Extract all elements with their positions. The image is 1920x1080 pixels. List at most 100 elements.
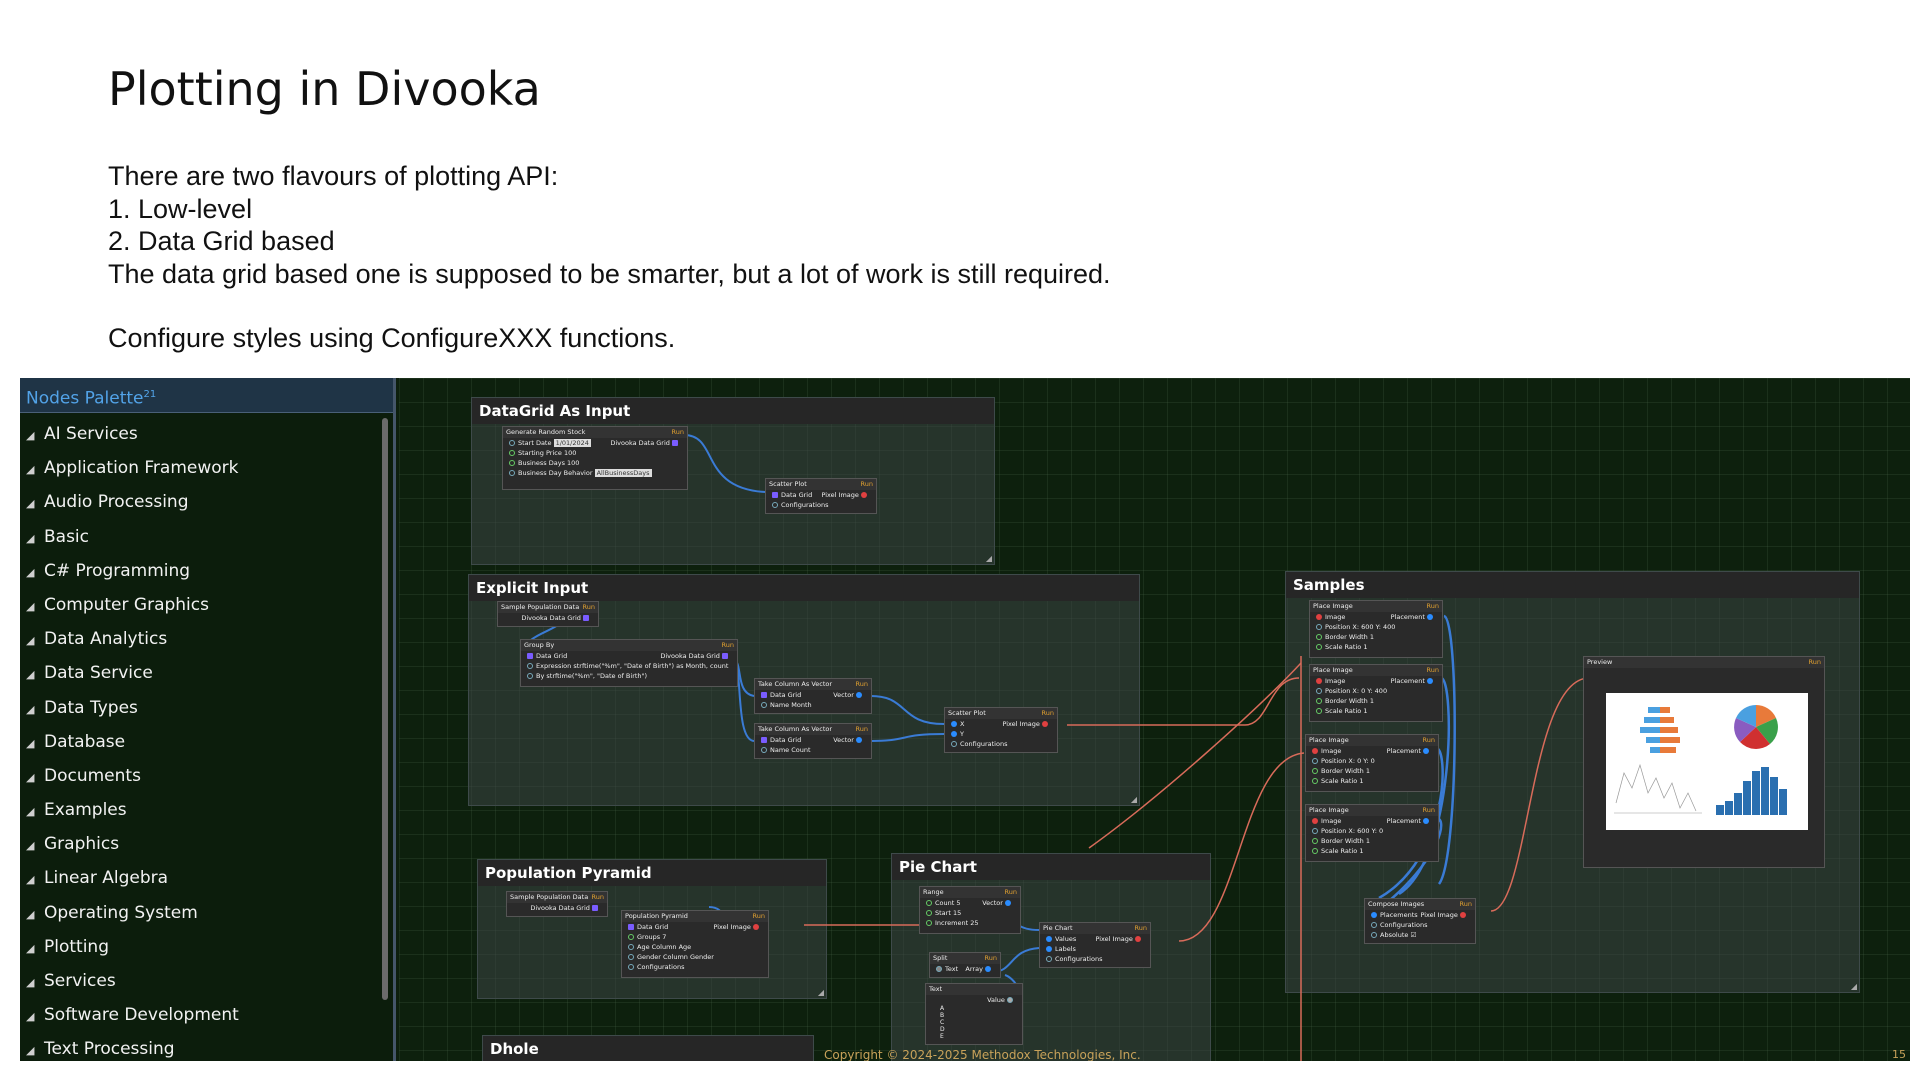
run-button[interactable]: Run [984, 954, 997, 962]
node-port[interactable]: Increment 25 [920, 918, 1020, 928]
resize-grip-icon[interactable]: ◢ [817, 988, 824, 997]
node-port[interactable]: Configurations [766, 500, 876, 510]
absolute-checkbox[interactable]: ☑ [1410, 931, 1417, 939]
node-port[interactable]: Border Width 1 [1306, 766, 1438, 776]
node-port[interactable]: Expression strftime("%m", "Date of Birth… [521, 661, 737, 671]
node-port[interactable]: Configurations [622, 962, 768, 972]
palette-item[interactable]: ◢C# Programming [20, 554, 393, 588]
palette-item[interactable]: ◢Text Processing [20, 1032, 393, 1061]
node-text[interactable]: Text Value A B C D E [925, 983, 1023, 1045]
run-button[interactable]: Run [671, 428, 684, 436]
node-port[interactable]: Scale Ratio 1 [1310, 706, 1442, 716]
graph-canvas[interactable]: DataGrid As Input ◢ Explicit Input ◢ Sam… [399, 378, 1910, 1061]
run-button[interactable]: Run [1422, 736, 1435, 744]
node-port[interactable]: Groups 7 [622, 932, 768, 942]
node-port[interactable]: Starting Price 100 [503, 448, 687, 458]
behavior-select[interactable]: AllBusinessDays [594, 469, 652, 477]
palette-item[interactable]: ◢Documents [20, 759, 393, 793]
run-button[interactable]: Run [1422, 806, 1435, 814]
run-button[interactable]: Run [752, 912, 765, 920]
palette-item[interactable]: ◢Plotting [20, 930, 393, 964]
run-button[interactable]: Run [1808, 658, 1821, 666]
start-date-field[interactable]: 1/01/2024 [553, 439, 591, 447]
run-button[interactable]: Run [855, 680, 868, 688]
run-button[interactable]: Run [855, 725, 868, 733]
node-port[interactable]: Absolute ☑ [1365, 930, 1475, 940]
resize-grip-icon[interactable]: ◢ [985, 554, 992, 563]
palette-item[interactable]: ◢Data Service [20, 656, 393, 690]
node-port[interactable]: Border Width 1 [1306, 836, 1438, 846]
run-button[interactable]: Run [860, 480, 873, 488]
run-button[interactable]: Run [591, 893, 604, 901]
palette-item[interactable]: ◢Operating System [20, 896, 393, 930]
palette-item[interactable]: ◢Linear Algebra [20, 861, 393, 895]
node-port[interactable]: Start 15 [920, 908, 1020, 918]
run-button[interactable]: Run [721, 641, 734, 649]
node-port[interactable]: Scale Ratio 1 [1306, 846, 1438, 856]
node-port[interactable]: Gender Column Gender [622, 952, 768, 962]
node-port[interactable]: Border Width 1 [1310, 696, 1442, 706]
palette-scrollbar[interactable] [382, 418, 388, 1000]
palette-item[interactable]: ◢Audio Processing [20, 485, 393, 519]
run-button[interactable]: Run [1426, 666, 1439, 674]
node-port[interactable]: Scale Ratio 1 [1310, 642, 1442, 652]
palette-item[interactable]: ◢Computer Graphics [20, 588, 393, 622]
node-port[interactable]: Value [926, 995, 1022, 1005]
palette-item[interactable]: ◢Basic [20, 520, 393, 554]
palette-item[interactable]: ◢Application Framework [20, 451, 393, 485]
node-port[interactable]: By strftime("%m", "Date of Birth") [521, 671, 737, 681]
node-port[interactable]: Labels [1040, 944, 1150, 954]
node-port[interactable]: Name Count [755, 745, 871, 755]
node-port[interactable]: Business Day Behavior AllBusinessDays [503, 468, 687, 478]
run-button[interactable]: Run [1459, 900, 1472, 908]
node-port[interactable]: Age Column Age [622, 942, 768, 952]
node-port[interactable]: Y [945, 729, 1057, 739]
node-port[interactable]: Configurations [945, 739, 1057, 749]
node-port[interactable]: Scale Ratio 1 [1306, 776, 1438, 786]
palette-item[interactable]: ◢Graphics [20, 827, 393, 861]
group-dhole[interactable]: Dhole [482, 1035, 814, 1061]
palette-item[interactable]: ◢Data Types [20, 691, 393, 725]
palette-item[interactable]: ◢AI Services [20, 417, 393, 451]
palette-item[interactable]: ◢Data Analytics [20, 622, 393, 656]
node-port[interactable]: Business Days 100 [503, 458, 687, 468]
node-header[interactable]: Text [926, 984, 1022, 995]
text-value-area[interactable]: A B C D E [940, 1005, 945, 1040]
